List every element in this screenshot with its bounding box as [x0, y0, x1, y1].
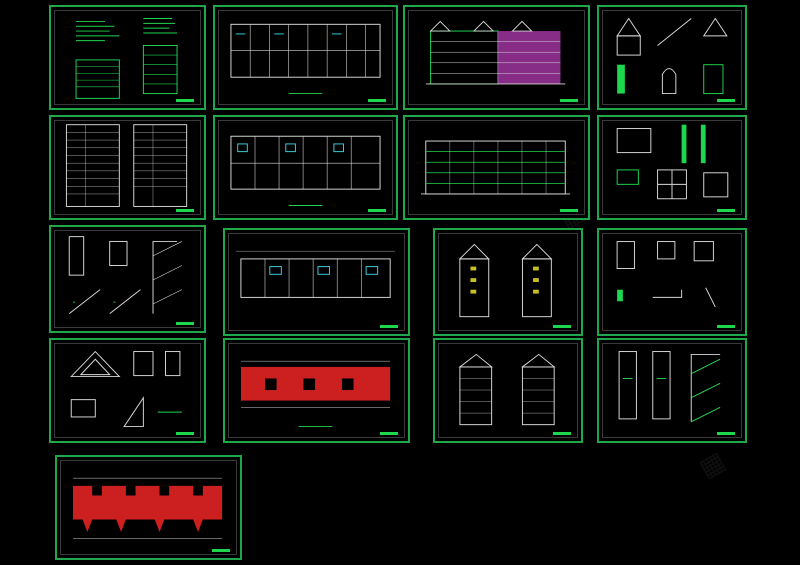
sheet-ground-plan[interactable] — [213, 5, 398, 110]
title-block — [553, 325, 571, 328]
notes-drawing — [75, 18, 178, 99]
plan-drawing — [240, 360, 391, 428]
sheet-roof-plan-red[interactable] — [55, 455, 242, 560]
title-block — [368, 209, 386, 212]
elevation-drawing — [420, 140, 571, 195]
sheet-schedule-table[interactable] — [49, 115, 206, 220]
details-drawing — [616, 17, 728, 95]
details-drawing — [616, 241, 716, 308]
roof-drawing — [70, 350, 182, 428]
plan-drawing — [230, 23, 381, 95]
title-block — [717, 432, 735, 435]
title-block — [560, 99, 578, 102]
title-block — [380, 432, 398, 435]
sheet-upper-plan[interactable] — [223, 228, 410, 336]
watermark: ▦ — [694, 445, 731, 485]
sheet-roof-truss-details[interactable] — [49, 338, 206, 443]
title-block — [212, 549, 230, 552]
table-drawing — [65, 124, 188, 207]
sheet-cover-notes[interactable] — [49, 5, 206, 110]
sheet-rear-elevation[interactable] — [403, 115, 590, 220]
sheet-wall-details[interactable] — [597, 115, 747, 220]
title-block — [176, 99, 194, 102]
sheet-standard-plan[interactable] — [213, 115, 398, 220]
title-block — [717, 99, 735, 102]
plan-drawing — [236, 250, 395, 298]
sheet-side-elevation[interactable] — [433, 228, 583, 336]
title-block — [380, 325, 398, 328]
sheet-front-elevation[interactable] — [403, 5, 590, 110]
sheet-building-section[interactable] — [433, 338, 583, 443]
side-drawing — [458, 243, 553, 318]
title-block — [368, 99, 386, 102]
stair-drawing — [618, 351, 721, 423]
sheet-roof-plan-color[interactable] — [223, 338, 410, 443]
section-drawing — [458, 353, 556, 426]
title-block — [176, 209, 194, 212]
sheet-stair-details[interactable] — [49, 225, 206, 333]
title-block — [176, 432, 194, 435]
title-block — [560, 209, 578, 212]
title-block — [553, 432, 571, 435]
sheet-window-details[interactable] — [597, 228, 747, 336]
plan-drawing — [230, 135, 381, 206]
details-drawing — [616, 124, 729, 200]
elevation-drawing — [425, 20, 566, 85]
stair-drawing — [68, 236, 183, 315]
title-block — [717, 325, 735, 328]
title-block — [176, 322, 194, 325]
roof-plan-drawing — [72, 477, 223, 540]
sheet-roof-details[interactable] — [597, 5, 747, 110]
sheet-stair-section[interactable] — [597, 338, 747, 443]
title-block — [717, 209, 735, 212]
